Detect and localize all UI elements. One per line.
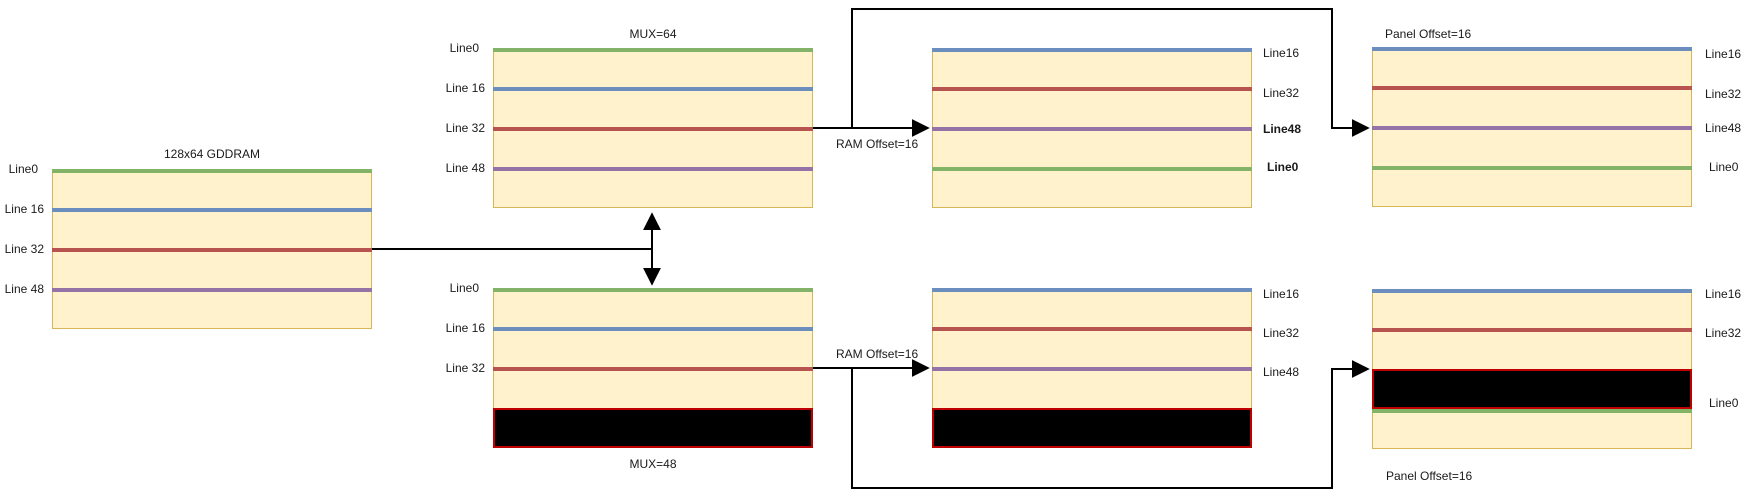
ram-offset-label-top: RAM Offset=16 [836,137,919,151]
panel48-title: Panel Offset=16 [1386,469,1473,483]
mux48-line0-green [493,288,813,292]
panel48-blank-rows-bar [1372,369,1692,409]
mux64-line32-red [493,127,813,131]
gddram-label-line48: Line 48 [4,282,44,296]
ram64-box [932,48,1252,208]
mux48-title: MUX=48 [629,457,677,471]
ram64-label-line48: Line48 [1263,122,1302,136]
panel64-label-line32: Line32 [1705,87,1742,101]
panel64-box [1372,47,1692,207]
mux48-blank-rows-bar [493,408,813,448]
ram48-line32-red [932,327,1252,331]
panel48-line32-red [1372,328,1692,332]
mux64-label-line0: Line0 [449,41,479,55]
top-branch-to-panel64-arrow [851,8,1370,137]
ram48-label-line16: Line16 [1263,287,1300,301]
panel64-line48-purple [1372,126,1692,130]
panel64-line0-green [1372,166,1692,170]
gddram-line16-blue [52,208,372,212]
ram64-line48-purple [932,127,1252,131]
panel48-label-line0: Line0 [1709,396,1739,410]
panel48-label-line16: Line16 [1705,287,1742,301]
bottom-branch-to-panel48-arrow [851,360,1370,489]
panel64-label-line16: Line16 [1705,47,1742,61]
mux64-line0-green [493,48,813,52]
gddram-line48-purple [52,288,372,292]
panel64-line16-blue [1372,47,1692,51]
mux64-line16-blue [493,87,813,91]
ram64-line16-blue [932,48,1252,52]
mux64-label-line16: Line 16 [445,81,485,95]
panel64-title: Panel Offset=16 [1385,27,1472,41]
gddram-title: 128x64 GDDRAM [163,147,261,161]
panel48-box [1372,289,1692,449]
mux48-label-line32: Line 32 [445,361,485,375]
mux64-box [493,48,813,208]
ram48-label-line48: Line48 [1263,365,1300,379]
mux48-line32-red [493,367,813,371]
gddram-label-line0: Line0 [8,162,38,176]
gddram-line0-green [52,169,372,173]
gddram-label-line32: Line 32 [4,242,44,256]
mux64-line48-purple [493,167,813,171]
ram64-label-line32: Line32 [1263,86,1300,100]
ram48-box [932,288,1252,448]
gddram-label-line16: Line 16 [4,202,44,216]
panel48-line0-green [1372,409,1692,413]
panel64-label-line0: Line0 [1709,160,1739,174]
panel48-label-line32: Line32 [1705,326,1742,340]
ram48-label-line32: Line32 [1263,326,1300,340]
ram64-label-line0: Line0 [1267,160,1299,174]
panel64-line32-red [1372,86,1692,90]
ram64-label-line16: Line16 [1263,46,1300,60]
ram64-line0-green [932,167,1252,171]
mux48-label-line0: Line0 [449,281,479,295]
ram48-blank-rows-bar [932,408,1252,448]
mux64-title: MUX=64 [629,27,677,41]
ram-offset-label-bottom: RAM Offset=16 [836,347,919,361]
mux48-box [493,288,813,448]
ram48-line16-blue [932,288,1252,292]
ram48-line48-purple [932,367,1252,371]
ram64-line32-red [932,87,1252,91]
panel48-line16-blue [1372,289,1692,293]
mux48-label-line16: Line 16 [445,321,485,335]
panel64-label-line48: Line48 [1705,121,1742,135]
mux48-line16-blue [493,327,813,331]
mux64-label-line48: Line 48 [445,161,485,175]
mux64-label-line32: Line 32 [445,121,485,135]
gddram-box [52,169,372,329]
gddram-line32-red [52,248,372,252]
